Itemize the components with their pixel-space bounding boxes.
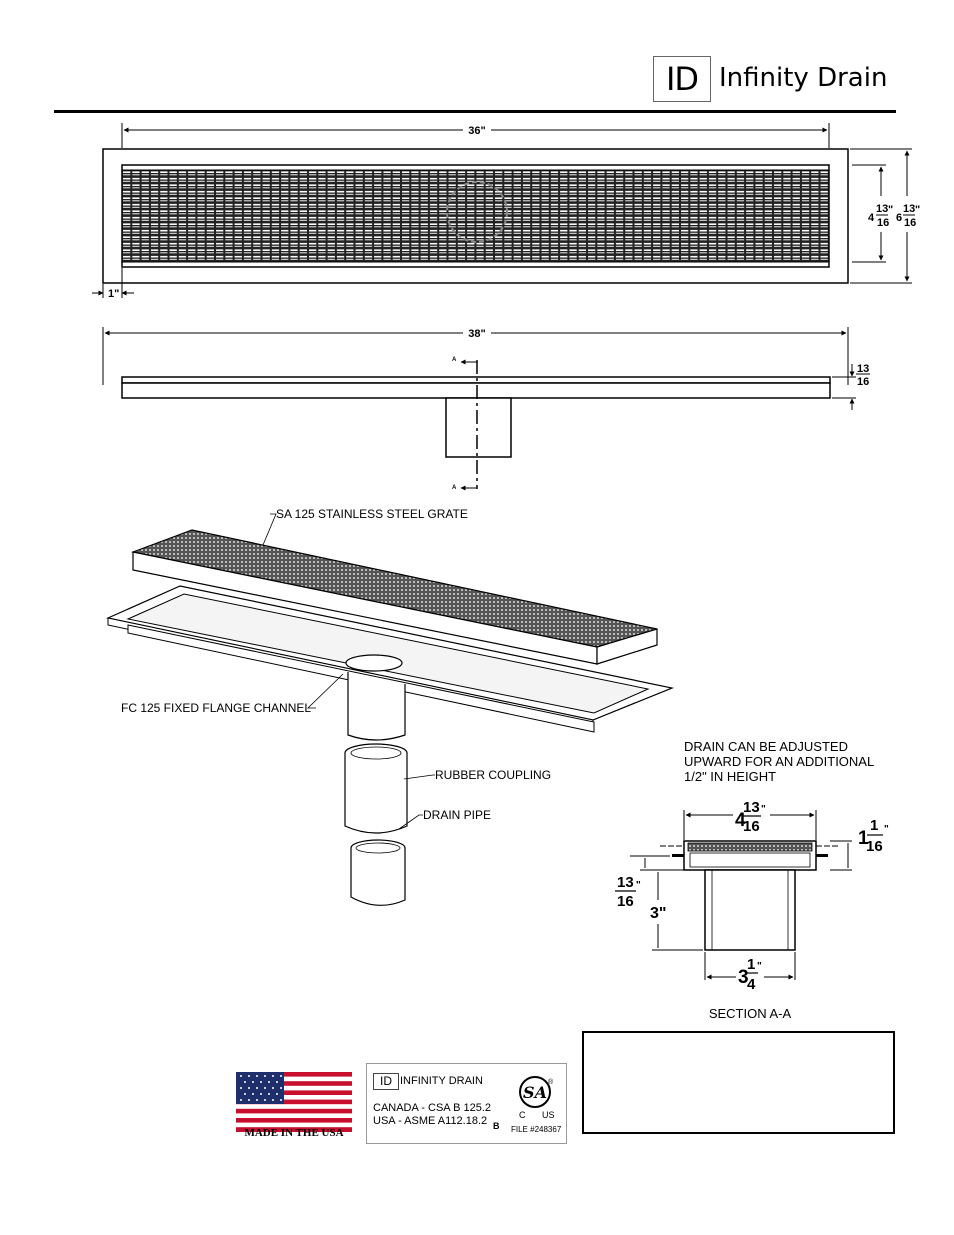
section-flange-right — [816, 854, 828, 857]
drain-pipe-body — [350, 848, 406, 906]
side-view-channel — [121, 382, 831, 399]
made-in-usa-caption: MADE IN THE USA — [244, 1127, 344, 1139]
top-view-grate — [121, 169, 830, 263]
csa-mark-icon: SA ® C US — [519, 1076, 555, 1120]
overall-width-whole: 6 — [896, 212, 902, 224]
top-view-outlet-hidden — [446, 181, 508, 243]
exploded-view: SA 125 STAINLESS STEEL GRATE FC 125 FIXE… — [106, 507, 675, 906]
side-view-grate — [121, 376, 831, 384]
section-grate-den: 16 — [866, 838, 883, 855]
section-outlet-width-num: 1 — [747, 956, 755, 973]
overall-width-den: 16 — [904, 217, 916, 229]
section-flange-den: 16 — [617, 893, 634, 910]
grate-width-whole: 4 — [868, 212, 875, 224]
spec-box — [582, 1031, 895, 1134]
csa-us: US — [542, 1110, 555, 1120]
brand-logo: ID Infinity Drain — [653, 56, 899, 102]
section-top-whole: 4 — [735, 810, 746, 831]
section-outlet-height: 3" — [650, 905, 666, 922]
section-view: DRAIN CAN BE ADJUSTED UPWARD FOR AN ADDI… — [615, 739, 889, 1021]
top-length-dim: 36" — [468, 125, 485, 137]
section-outlet-width-unit: " — [757, 961, 762, 972]
section-outlet-width-den: 4 — [747, 976, 756, 993]
section-marker-top: A — [452, 357, 457, 363]
adjust-note-line3: 1/2" IN HEIGHT — [684, 769, 776, 784]
section-flange-left — [672, 854, 684, 857]
coupling-callout: RUBBER COUPLING — [435, 768, 551, 782]
overall-width-unit: " — [915, 204, 920, 216]
side-height-den: 16 — [857, 376, 869, 388]
side-view: A A 38" 13 16 — [102, 327, 870, 491]
grate-callout: SA 125 STAINLESS STEEL GRATE — [276, 507, 468, 521]
cert-usa: USA - ASME A112.18.2 — [373, 1115, 488, 1127]
side-height-num: 13 — [857, 363, 869, 375]
csa-reg-mark: ® — [548, 1078, 554, 1086]
flange-width-dim: 1" — [108, 288, 119, 300]
section-outlet — [704, 869, 796, 951]
channel-callout: FC 125 FIXED FLANGE CHANNEL — [121, 701, 311, 715]
certification-label: ID INFINITY DRAIN CANADA - CSA B 125.2 U… — [366, 1063, 567, 1144]
section-grate-whole: 1 — [858, 828, 869, 849]
rubber-coupling-body — [344, 753, 408, 834]
section-grate — [687, 842, 813, 852]
adjust-note-line2: UPWARD FOR AN ADDITIONAL — [684, 754, 874, 769]
csa-mark-text: SA — [523, 1083, 547, 1102]
cert-file-number: FILE #248367 — [511, 1125, 562, 1134]
pipe-callout: DRAIN PIPE — [423, 808, 491, 822]
section-flange-num: 13 — [617, 874, 634, 891]
csa-c: C — [519, 1110, 526, 1120]
cert-b-mark: B — [493, 1121, 500, 1131]
grate-width-den: 16 — [877, 217, 889, 229]
side-view-outlet — [445, 397, 512, 458]
section-flange-unit: " — [636, 880, 641, 891]
section-top-unit: " — [761, 804, 766, 815]
cert-canada: CANADA - CSA B 125.2 — [373, 1102, 491, 1114]
overall-width-num: 13 — [903, 203, 915, 215]
exploded-outlet-opening — [345, 654, 403, 672]
section-grate-num: 1 — [870, 817, 878, 834]
section-title: SECTION A-A — [709, 1006, 792, 1021]
usa-flag-icon — [236, 1072, 352, 1132]
side-length-dim: 38" — [468, 328, 485, 340]
top-view: 36" 1" 4 13 16 " 6 13 16 " — [92, 123, 920, 300]
section-outlet-width-whole: 3 — [738, 967, 749, 988]
section-marker-bottom: A — [452, 485, 457, 491]
logo-mark: ID — [653, 56, 711, 102]
brand-name: Infinity Drain — [719, 63, 888, 93]
grate-width-num: 13 — [876, 203, 888, 215]
cert-logo-mark: ID — [373, 1073, 399, 1090]
header-rule — [54, 110, 896, 113]
section-grate-unit: " — [884, 824, 889, 835]
section-top-den: 16 — [743, 818, 760, 835]
cert-brand: INFINITY DRAIN — [400, 1075, 483, 1087]
grate-width-unit: " — [888, 204, 893, 216]
exploded-outlet-pipe — [347, 672, 406, 741]
section-top-num: 13 — [743, 799, 760, 816]
adjust-note-line1: DRAIN CAN BE ADJUSTED — [684, 739, 848, 754]
